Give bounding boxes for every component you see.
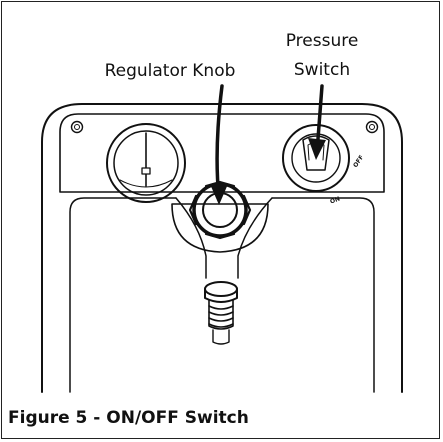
pressure-switch-label-line2: Switch (293, 60, 351, 80)
device-body-outline (41, 103, 403, 393)
screw-right (365, 120, 379, 134)
pressure-switch-label-line1: Pressure (285, 31, 359, 51)
switch-arrow-head (308, 138, 326, 160)
pressure-gauge (106, 123, 186, 203)
outlet-fitting (204, 281, 238, 345)
figure-caption: Figure 5 - ON/OFF Switch (8, 408, 249, 428)
screw-left (70, 120, 84, 134)
device-inner-edge (69, 197, 177, 393)
regulator-knob-label: Regulator Knob (104, 61, 236, 81)
knob-arrow-head (210, 184, 228, 205)
faceplate-outline (59, 113, 385, 193)
